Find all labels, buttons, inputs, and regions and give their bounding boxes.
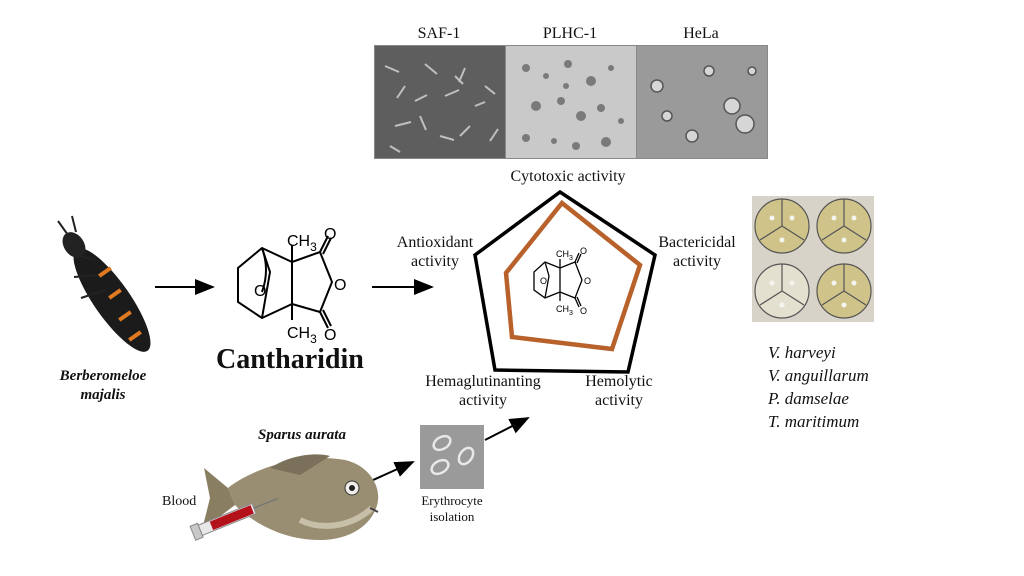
bacteria-list: V. harveyi V. anguillarum P. damselae T.… bbox=[768, 341, 869, 433]
small-methyl-top: CH3 bbox=[556, 249, 573, 262]
bridge-oxygen: O bbox=[254, 283, 266, 300]
small-o-bottom: O bbox=[580, 306, 587, 316]
bacteria-item: V. anguillarum bbox=[768, 366, 869, 385]
syringe-icon bbox=[189, 497, 279, 541]
methyl-label-top: CH3 bbox=[287, 233, 317, 254]
small-o-ring: O bbox=[584, 276, 591, 286]
outer-pentagon bbox=[473, 189, 657, 374]
blood-label: Blood bbox=[162, 494, 197, 509]
inner-pentagon bbox=[503, 199, 643, 352]
plhc1-micrograph bbox=[505, 45, 637, 159]
cell-line-title-saf1: SAF-1 bbox=[417, 25, 461, 42]
cell-line-title-plhc1: PLHC-1 bbox=[542, 25, 598, 42]
bacteria-item: V. harveyi bbox=[768, 343, 836, 362]
bacteria-item: P. damselae bbox=[768, 389, 849, 408]
beetle-image bbox=[57, 215, 151, 352]
hela-micrograph bbox=[636, 45, 768, 159]
cantharidin-structure bbox=[237, 235, 334, 329]
methyl-label-bottom: CH3 bbox=[287, 325, 317, 346]
erythrocyte-micrograph bbox=[420, 425, 484, 489]
bacteria-item: T. maritimum bbox=[768, 412, 860, 431]
small-methyl-bottom: CH3 bbox=[556, 304, 573, 317]
small-o-bridge: O bbox=[540, 276, 547, 286]
petri-dishes-image bbox=[752, 196, 874, 322]
carbonyl-o-bottom: O bbox=[324, 327, 336, 344]
fish-image bbox=[202, 454, 379, 540]
cantharidin-small-structure bbox=[533, 252, 583, 308]
compound-name: Cantharidin bbox=[216, 344, 364, 375]
cell-line-title-hela: HeLa bbox=[683, 25, 719, 42]
ring-oxygen: O bbox=[334, 277, 346, 294]
cytotoxic-activity-label: Cytotoxic activity bbox=[510, 168, 626, 185]
small-o-top: O bbox=[580, 246, 587, 256]
arrow-erythrocyte-to-assays bbox=[484, 417, 530, 441]
carbonyl-o-top: O bbox=[324, 226, 336, 243]
fish-species-name: Sparus aurata bbox=[258, 427, 346, 443]
saf1-micrograph bbox=[374, 45, 506, 159]
